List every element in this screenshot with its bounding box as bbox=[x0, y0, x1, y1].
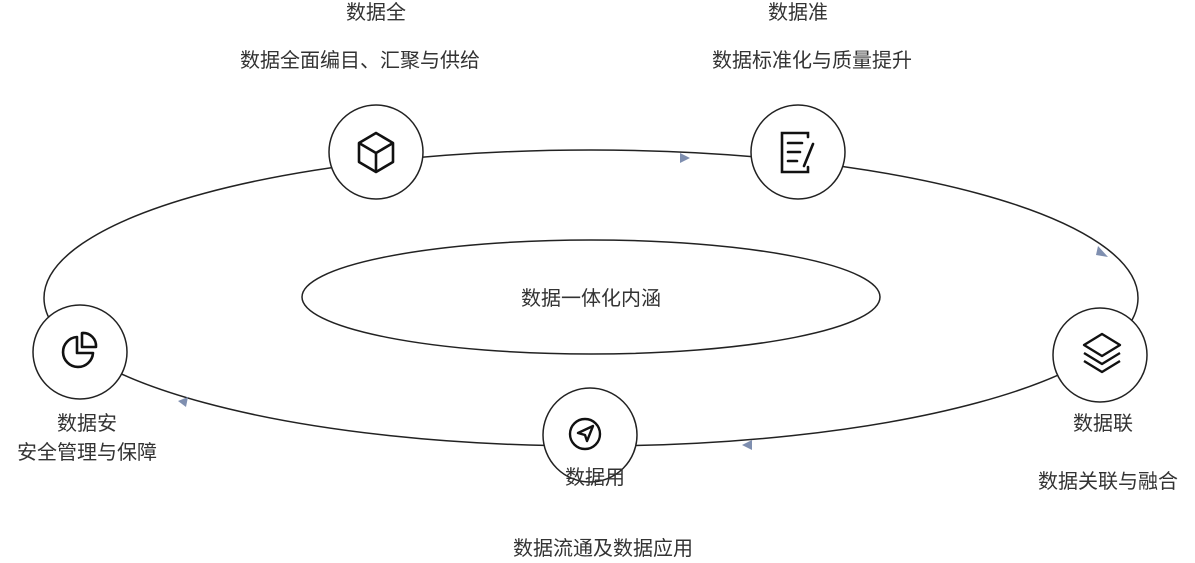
nodes-1-subtitle: 数据标准化与质量提升 bbox=[712, 48, 912, 72]
center-label: 数据一体化内涵 bbox=[521, 286, 661, 310]
nodes-1-title: 数据准 bbox=[768, 0, 828, 24]
edit-document-icon bbox=[780, 131, 815, 174]
nodes-2-title: 数据联 bbox=[1073, 411, 1133, 435]
send-icon bbox=[568, 417, 602, 451]
layers-icon bbox=[1082, 332, 1122, 374]
cube-icon bbox=[357, 131, 395, 174]
nodes-3-subtitle: 数据流通及数据应用 bbox=[513, 536, 693, 560]
node-data-use: 数据用 数据流通及数据应用 bbox=[513, 387, 693, 560]
flow-arrow bbox=[680, 153, 690, 163]
inner-core-ellipse bbox=[301, 239, 881, 355]
flow-arrow bbox=[178, 397, 188, 407]
nodes-0-subtitle: 数据全面编目、汇聚与供给 bbox=[240, 48, 480, 72]
nodes-0-title: 数据全 bbox=[346, 0, 406, 24]
node-data-accurate: 数据准 数据标准化与质量提升 bbox=[712, 0, 912, 200]
node-data-linked: 数据联 数据关联与融合 bbox=[1038, 307, 1178, 493]
node-data-complete: 数据全 数据全面编目、汇聚与供给 bbox=[240, 0, 480, 200]
nodes-3-title: 数据用 bbox=[565, 465, 625, 489]
nodes-4-title: 数据安 bbox=[57, 411, 117, 435]
node-data-secure: 数据安 安全管理与保障 bbox=[17, 304, 157, 464]
flow-arrow bbox=[1096, 246, 1108, 257]
flow-arrow bbox=[742, 440, 752, 450]
pie-chart-icon bbox=[61, 331, 98, 369]
nodes-4-subtitle: 安全管理与保障 bbox=[17, 440, 157, 464]
nodes-2-subtitle: 数据关联与融合 bbox=[1038, 469, 1178, 493]
